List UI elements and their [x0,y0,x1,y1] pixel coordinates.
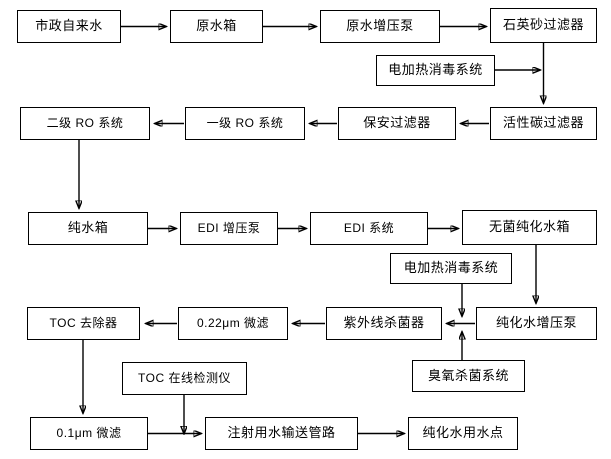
node-edi-system[interactable]: EDI 系统 [310,212,428,245]
node-raw-water-tank[interactable]: 原水箱 [170,10,263,43]
node-sterile-purified-water-tank[interactable]: 无菌纯化水箱 [462,210,597,245]
node-ro-stage-1[interactable]: 一级 RO 系统 [185,107,305,140]
node-edi-booster-pump[interactable]: EDI 增压泵 [180,212,278,245]
node-quartz-sand-filter[interactable]: 石英砂过滤器 [490,8,597,43]
node-activated-carbon-filter[interactable]: 活性碳过滤器 [490,107,597,140]
node-electric-heat-sterilization-upper[interactable]: 电加热消毒系统 [376,55,495,86]
node-municipal-tap-water[interactable]: 市政自来水 [17,10,121,43]
node-toc-remover[interactable]: TOC 去除器 [27,307,140,340]
node-01-micro-filter[interactable]: 0.1μm 微滤 [30,417,148,450]
node-raw-water-booster-pump[interactable]: 原水增压泵 [320,10,440,43]
node-pure-water-tank[interactable]: 纯水箱 [28,212,148,245]
node-purified-water-booster-pump[interactable]: 纯化水增压泵 [476,307,597,340]
node-electric-heat-sterilization-lower[interactable]: 电加热消毒系统 [390,253,512,284]
node-ro-stage-2[interactable]: 二级 RO 系统 [20,107,150,140]
node-toc-online-analyzer[interactable]: TOC 在线检测仪 [122,362,247,395]
node-security-filter[interactable]: 保安过滤器 [338,107,456,140]
node-uv-sterilizer[interactable]: 紫外线杀菌器 [326,307,442,340]
node-wfi-distribution-loop[interactable]: 注射用水输送管路 [205,417,358,450]
node-ozone-sterilization-system[interactable]: 臭氧杀菌系统 [412,360,525,392]
node-022-micro-filter[interactable]: 0.22μm 微滤 [178,307,288,340]
node-purified-water-use-point[interactable]: 纯化水用水点 [408,417,518,450]
